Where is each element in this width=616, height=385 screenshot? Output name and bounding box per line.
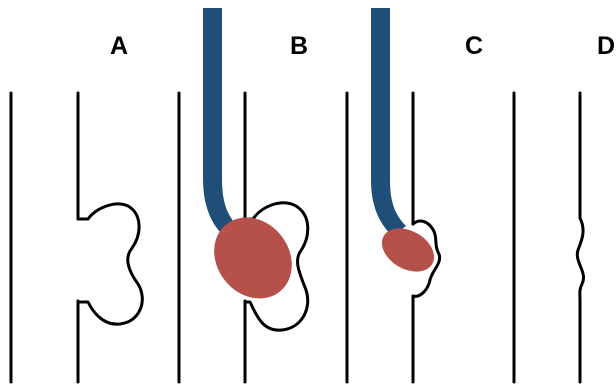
- vessel-wall-right-healed: [577, 93, 583, 382]
- panel-label-d: D: [597, 32, 615, 60]
- catheter: [203, 8, 240, 238]
- panel-d: D: [514, 32, 615, 382]
- panel-c: C: [347, 8, 483, 382]
- panel-b: B: [179, 8, 308, 382]
- panel-a: A: [11, 32, 142, 382]
- catheter: [371, 8, 406, 236]
- panel-label-b: B: [290, 32, 308, 60]
- aneurysm-sac: [78, 204, 142, 324]
- panel-label-a: A: [110, 32, 128, 60]
- panel-label-c: C: [465, 32, 483, 60]
